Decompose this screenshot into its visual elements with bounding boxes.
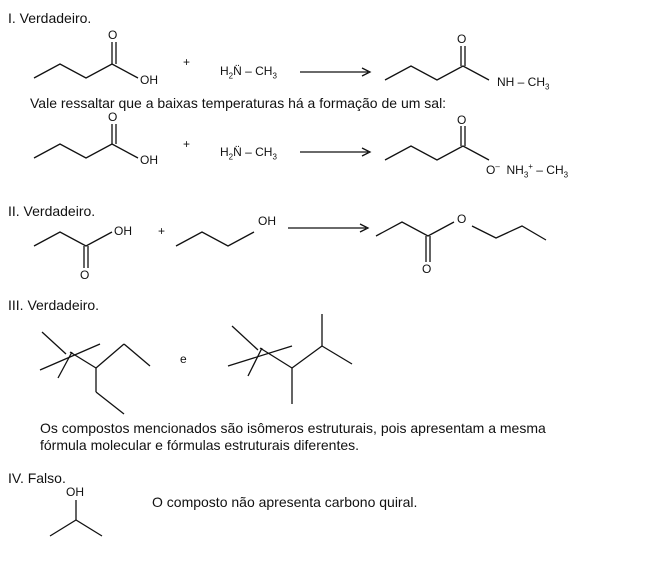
s2-ester-carbonyl-o: O (422, 262, 432, 276)
s3-e: e (180, 352, 187, 366)
s4-oh-label: OH (66, 485, 84, 499)
heading-2: II. Verdadeiro. (8, 203, 96, 219)
r1-carbonyl-o-right: O (457, 32, 467, 46)
r2-plus: + (183, 137, 191, 151)
r1-carbonyl-o-left: O (108, 28, 118, 42)
s2-plus: + (158, 224, 166, 238)
heading-4: IV. Falso. (8, 470, 66, 486)
r1-nh-ch3: NH – CH3 (497, 75, 550, 92)
r1-plus: + (183, 55, 191, 69)
s4-text: O composto não apresenta carbono quiral. (152, 494, 418, 510)
heading-3: III. Verdadeiro. (8, 297, 100, 313)
s2-acid-oh: OH (114, 224, 132, 238)
s3-text-line-1: Os compostos mencionados são isômeros es… (40, 420, 546, 436)
r2-carboxylate-ammonium: O– NH3+ – CH3 (486, 162, 569, 180)
r2-amine: H2N̈ – CH3 (220, 145, 277, 162)
s3-text-line-2: fórmula molecular e fórmulas estruturais… (40, 437, 360, 453)
s2-alcohol-oh: OH (258, 214, 276, 228)
s2-acid-o: O (80, 268, 90, 282)
heading-1: I. Verdadeiro. (8, 10, 92, 26)
r2-carbonyl-o-left: O (108, 110, 118, 124)
r1-amine: H2N̈ – CH3 (220, 64, 277, 81)
r1-oh-label: OH (140, 73, 158, 87)
r2-oh-label: OH (140, 153, 158, 167)
note-salt: Vale ressaltar que a baixas temperaturas… (30, 95, 447, 111)
r2-carbonyl-o-right: O (457, 113, 467, 127)
s2-ester-o: O (457, 212, 467, 226)
